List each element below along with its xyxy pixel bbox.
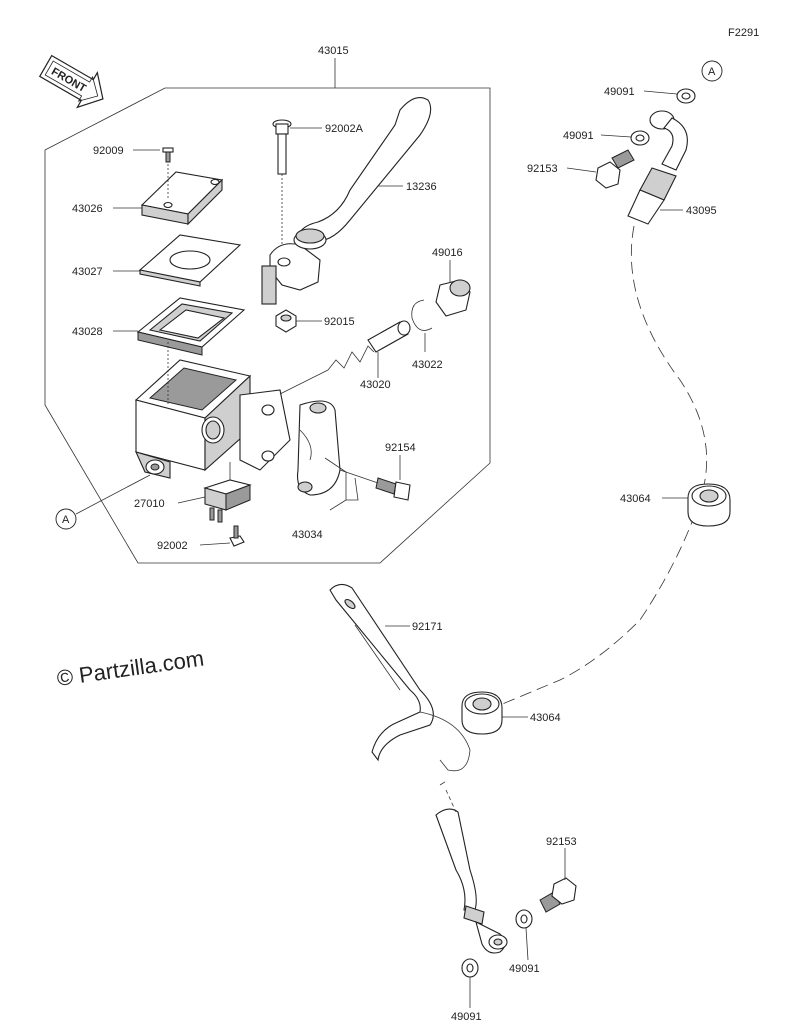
label-92015: 92015	[324, 316, 355, 328]
label-49091-top1: 49091	[604, 86, 635, 98]
svg-text:A: A	[708, 66, 716, 78]
label-92009: 92009	[93, 145, 124, 157]
piston-43020	[327, 320, 411, 371]
label-43027: 43027	[72, 266, 103, 278]
master-cylinder-body	[134, 359, 291, 479]
label-27010: 27010	[134, 498, 165, 510]
label-49091-bottom2: 49091	[451, 1011, 482, 1023]
switch-27010	[203, 479, 252, 523]
hose-lower	[435, 779, 508, 954]
grommet-43064-lower	[461, 691, 503, 735]
label-43028: 43028	[72, 326, 103, 338]
lever-13236	[261, 97, 432, 305]
label-13236: 13236	[406, 181, 437, 193]
screw-92002	[229, 525, 245, 547]
boot-49016	[435, 279, 471, 317]
screw-92009	[162, 147, 174, 163]
label-43020: 43020	[360, 379, 391, 391]
grommet-43064-upper	[687, 483, 731, 527]
label-43015: 43015	[318, 45, 349, 57]
nut-92015	[275, 309, 297, 333]
washer-49091-bottom2	[461, 958, 479, 978]
hose-line	[499, 225, 708, 706]
label-92153-top: 92153	[527, 163, 558, 175]
label-49091-bottom1: 49091	[509, 963, 540, 975]
hose-43095	[627, 110, 688, 225]
label-92171: 92171	[412, 621, 443, 633]
label-43095: 43095	[686, 205, 717, 217]
banjo-bolt-92153-bottom	[539, 877, 577, 913]
label-43064-upper: 43064	[620, 493, 651, 505]
front-arrow-icon: FRONT	[38, 54, 104, 109]
label-49091-top2: 49091	[563, 130, 594, 142]
svg-text:A: A	[62, 514, 70, 526]
label-43026: 43026	[72, 203, 103, 215]
label-43022: 43022	[412, 359, 443, 371]
watermark: © Partzilla.com	[55, 646, 205, 691]
bolt-92154	[375, 477, 411, 501]
banjo-bolt-92153-top	[595, 149, 635, 189]
diaphragm-43028	[136, 297, 246, 356]
clamp-43034	[296, 400, 341, 496]
label-49016: 49016	[432, 247, 463, 259]
label-43034: 43034	[292, 529, 323, 541]
pivot-bolt-92002A	[272, 119, 292, 175]
ref-marker-a-left: A	[55, 508, 77, 530]
washer-49091-top1	[676, 88, 696, 104]
reservoir-cap-43026	[140, 171, 224, 226]
label-92002A: 92002A	[325, 123, 364, 135]
washer-49091-top2	[630, 130, 650, 146]
washer-49091-bottom1	[515, 909, 533, 929]
label-43064-lower: 43064	[530, 712, 561, 724]
ref-marker-a-right: A	[701, 60, 723, 82]
figure-code: F2291	[728, 27, 759, 39]
label-92154: 92154	[385, 442, 416, 454]
bracket-92171	[329, 583, 471, 772]
label-92153-bottom: 92153	[546, 836, 577, 848]
label-92002: 92002	[157, 540, 188, 552]
plate-43027	[138, 234, 242, 287]
assembly-outline	[44, 87, 491, 564]
circlip-43022	[411, 299, 433, 331]
